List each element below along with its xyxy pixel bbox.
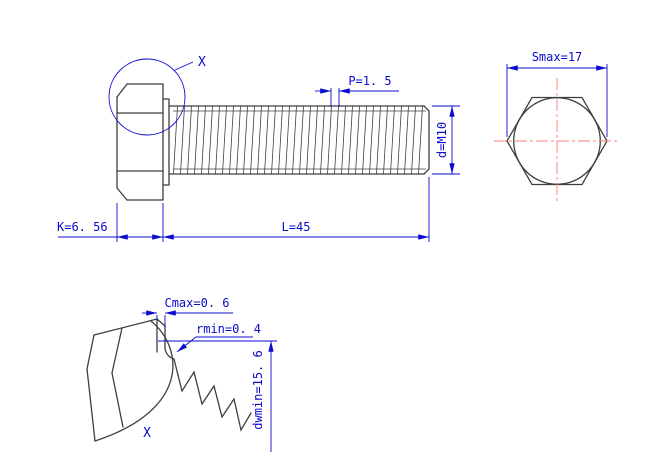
dimension-head-height: K=6. 56 [57, 203, 164, 242]
detail-circle-callout: X [108, 55, 206, 136]
length-dimension-label: L=45 [282, 220, 311, 234]
detail-head-outline [86, 318, 174, 442]
dimension-fillet-radius: rmin=0. 4 [176, 322, 261, 353]
dimension-chamfer: Cmax=0. 6 [142, 296, 233, 327]
thread-profile [173, 358, 252, 432]
fillet-radius-dimension-label: rmin=0. 4 [196, 322, 261, 336]
dimension-across-flats: Smax=17 [506, 50, 608, 137]
bolt-head-outline [116, 83, 170, 201]
head-height-dimension-label: K=6. 56 [57, 220, 108, 234]
dimension-length: L=45 [163, 177, 430, 242]
detail-circle [108, 58, 186, 136]
chamfer-dimension-label: Cmax=0. 6 [164, 296, 229, 310]
dimension-washer-diameter: dwmin=15. 6 [158, 340, 277, 452]
detail-leader-line [174, 61, 194, 71]
detail-circle-label: X [198, 55, 206, 70]
main-view: X P=1. 5 d=M10 K=6. 56 L=45 [57, 55, 460, 242]
dimension-diameter: d=M10 [432, 105, 460, 175]
diameter-dimension-label: d=M10 [435, 122, 449, 158]
centerlines [494, 78, 620, 204]
pitch-dimension-label: P=1. 5 [348, 74, 391, 88]
thread-hatching [172, 106, 424, 174]
washer-face-outline [156, 318, 175, 360]
across-flats-dimension-label: Smax=17 [532, 50, 583, 64]
washer-diameter-dimension-label: dwmin=15. 6 [251, 350, 265, 429]
dimension-pitch: P=1. 5 [315, 74, 399, 107]
detail-view: Cmax=0. 6 rmin=0. 4 dwmin=15. 6 X [86, 296, 277, 452]
detail-view-label: X [143, 426, 151, 441]
end-view: Smax=17 [494, 50, 620, 204]
